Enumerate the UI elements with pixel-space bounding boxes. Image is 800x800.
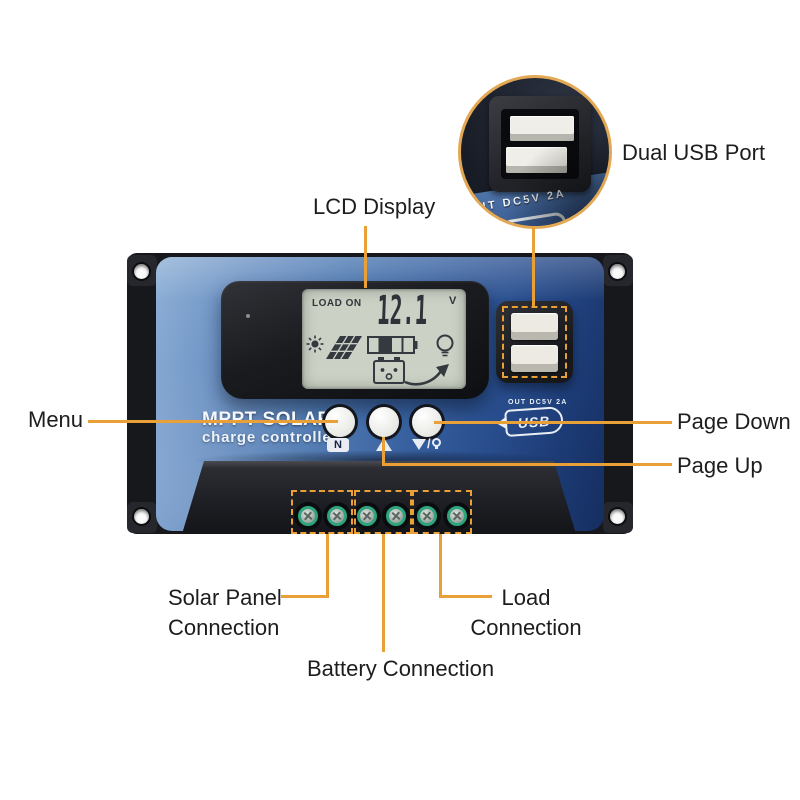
leader-line-page-up-vertical <box>382 437 385 466</box>
callout-page-up: Page Up <box>677 453 763 478</box>
callout-solar-line2: Connection <box>168 615 280 640</box>
sun-icon <box>311 340 319 348</box>
leader-line-dual-usb <box>532 227 535 306</box>
callout-load-line2: Connection <box>470 615 582 640</box>
callout-page-down: Page Down <box>677 409 791 434</box>
lcd-voltage-value: 12.1 <box>376 288 429 334</box>
brand-title: MPPT SOLAR <box>202 409 332 431</box>
lcd-voltage-unit: V <box>449 295 457 307</box>
bulb-icon <box>431 438 441 449</box>
callout-menu: Menu <box>28 407 84 432</box>
usb-output-spec-label: OUT DC5V 2A <box>508 399 568 406</box>
callout-battery-connection: Battery Connection <box>307 656 495 681</box>
leader-line-load-vertical <box>439 534 442 598</box>
solar-terminal-minus <box>323 502 351 530</box>
screw-icon <box>417 506 437 526</box>
mounting-hole <box>610 509 625 524</box>
triangle-down-icon <box>412 438 426 450</box>
usb-port-bottom <box>511 345 558 372</box>
flag-N-icon: N <box>327 438 349 452</box>
solar-panel-icon <box>326 336 362 359</box>
callout-load-connection: Load Connection <box>464 583 588 643</box>
indicator-dot <box>246 314 250 318</box>
leader-line-solar-vertical <box>326 534 329 598</box>
battery-terminal-plus <box>353 502 381 530</box>
dual-usb-port <box>496 301 573 383</box>
lcd-screen: LOAD ON 12.1 V <box>302 288 466 389</box>
solar-terminal-plus <box>294 502 322 530</box>
battery-terminal-minus <box>382 502 410 530</box>
page-up-button[interactable] <box>369 407 399 437</box>
leader-line-lcd <box>364 226 367 288</box>
callout-load-line1: Load <box>501 585 551 610</box>
screw-icon <box>386 506 406 526</box>
lcd-status-text: LOAD ON <box>312 298 362 309</box>
leader-line-battery <box>382 534 385 652</box>
usb-highlight-box <box>502 306 567 378</box>
usb-closeup-inset: OUT DC5V 2A <box>458 75 612 229</box>
triangle-down-slash-bulb-icon: / <box>412 436 441 452</box>
load-terminal-minus <box>443 502 471 530</box>
leader-line-menu <box>88 420 338 423</box>
screw-icon <box>327 506 347 526</box>
mounting-hole <box>134 264 149 279</box>
screw-icon <box>298 506 318 526</box>
leader-line-page-down <box>434 421 672 424</box>
load-terminal-plus <box>413 502 441 530</box>
screw-icon <box>357 506 377 526</box>
lcd-icon-row <box>306 334 454 386</box>
callout-solar-panel-connection: Solar Panel Connection <box>168 583 282 643</box>
leader-line-load-horizontal <box>439 595 492 598</box>
load-terminals-highlight-box <box>412 490 472 534</box>
callout-solar-line1: Solar Panel <box>168 585 282 610</box>
leader-line-solar-horizontal <box>281 595 329 598</box>
brand-subtitle: charge controller <box>202 429 339 446</box>
battery-face-icon <box>373 360 405 384</box>
callout-lcd-display: LCD Display <box>313 194 436 219</box>
swoosh-arrow-icon <box>404 370 443 386</box>
screw-icon <box>447 506 467 526</box>
leader-line-page-up-horizontal <box>382 463 672 466</box>
usb-port-top <box>511 313 558 340</box>
mounting-hole <box>610 264 625 279</box>
callout-dual-usb-port: Dual USB Port <box>622 140 766 165</box>
solar-terminals-highlight-box <box>291 490 353 534</box>
slash-glyph: / <box>427 436 431 451</box>
mounting-hole <box>134 509 149 524</box>
inset-shading <box>461 78 609 226</box>
battery-terminals-highlight-box <box>354 490 412 534</box>
bulb-icon <box>436 334 454 352</box>
